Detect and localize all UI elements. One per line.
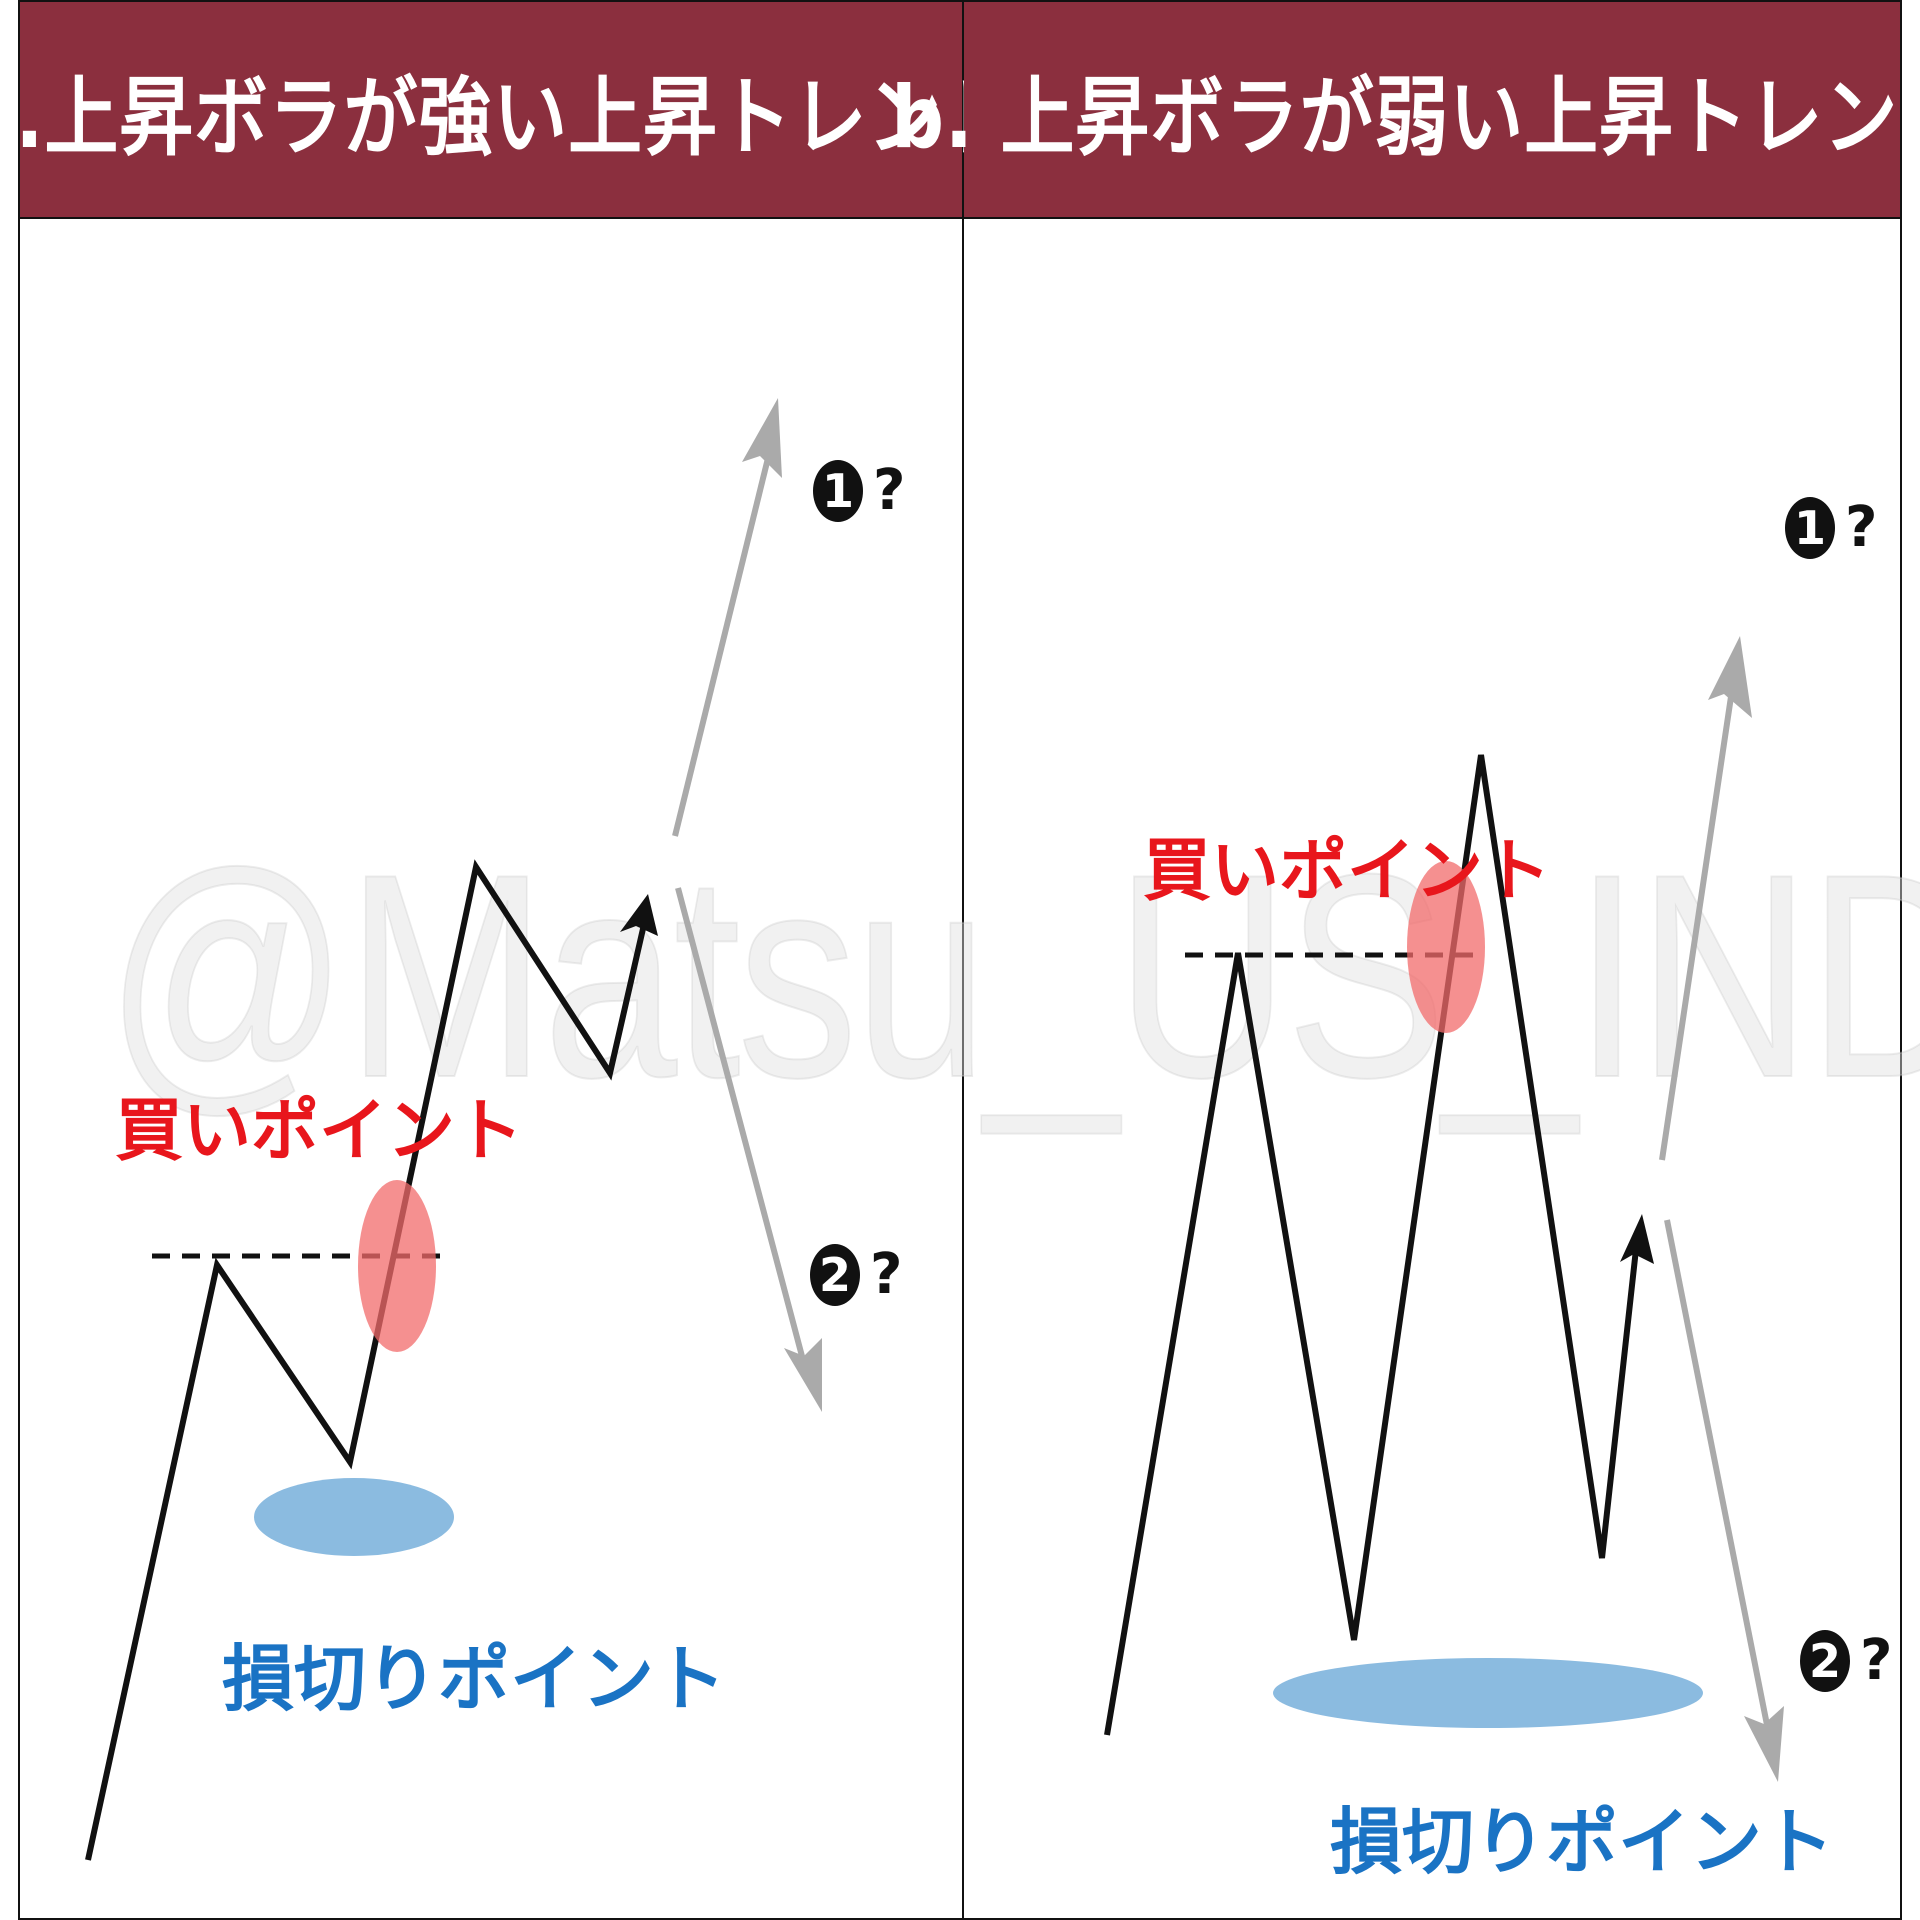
panel-b-scenario-1-arrowhead — [1708, 636, 1752, 718]
panel-b-stop-zone — [1273, 1658, 1703, 1728]
panel-a-buy-zone — [358, 1180, 436, 1352]
panel-a-header: a.上昇ボラが強い上昇トレンド — [0, 2, 1016, 219]
panel-a-price-path — [85, 859, 648, 1861]
panel-a-scenario-1-mark: ? — [873, 458, 906, 523]
panel-b-scenario-1-arrow — [1659, 689, 1735, 1161]
panel-b-scenario-1-number: 1 — [1785, 496, 1835, 559]
panel-b-buy-label: 買いポイント — [1143, 832, 1552, 911]
panel-a-scenario-2-arrow — [675, 887, 806, 1361]
panel-strong-volatility: a.上昇ボラが強い上昇トレンド — [0, 0, 1016, 1920]
panel-a-scenario-1-label: 1 ? — [813, 458, 905, 523]
panel-a-scenario-1-arrowhead — [742, 398, 782, 478]
panel-a-scenario-2-number: 2 — [810, 1243, 860, 1306]
panel-b-scenario-2-mark: ? — [1860, 1628, 1893, 1693]
panel-weak-volatility: b. 上昇ボラが弱い上昇トレンド — [891, 0, 1920, 1920]
panel-b-price-arrowhead — [1620, 1214, 1654, 1264]
panel-b-scenario-1-mark: ? — [1845, 495, 1878, 560]
panel-a-stop-label: 損切りポイント — [222, 1637, 727, 1721]
panel-b-header: b. 上昇ボラが弱い上昇トレンド — [891, 2, 1920, 219]
panel-b-stop-label: 損切りポイント — [1330, 1800, 1835, 1884]
panel-a-scenario-1-arrow — [672, 449, 773, 837]
panel-b-scenario-2-label: 2 ? — [1800, 1628, 1892, 1693]
panel-a-scenario-2-mark: ? — [870, 1242, 903, 1307]
panel-b-scenario-2-arrow — [1664, 1219, 1771, 1731]
panel-a-title: a.上昇ボラが強い上昇トレンド — [0, 68, 1018, 168]
panel-a-buy-label: 買いポイント — [115, 1092, 524, 1171]
panel-a-scenario-2-label: 2 ? — [810, 1242, 902, 1307]
panel-a-scenario-2-arrowhead — [784, 1338, 822, 1412]
panel-a-scenario-1-number: 1 — [813, 459, 863, 522]
panel-b-scenario-2-number: 2 — [1800, 1629, 1850, 1692]
panel-b-scenario-2-arrowhead — [1744, 1706, 1784, 1782]
panel-b-scenario-1-label: 1 ? — [1785, 495, 1877, 560]
panel-b-title: b. 上昇ボラが弱い上昇トレンド — [890, 68, 1920, 168]
panel-a-price-arrowhead — [620, 894, 658, 936]
panel-b-price-path — [1104, 754, 1640, 1736]
panel-b-buy-zone — [1407, 861, 1485, 1033]
panel-a-stop-zone — [254, 1478, 454, 1556]
